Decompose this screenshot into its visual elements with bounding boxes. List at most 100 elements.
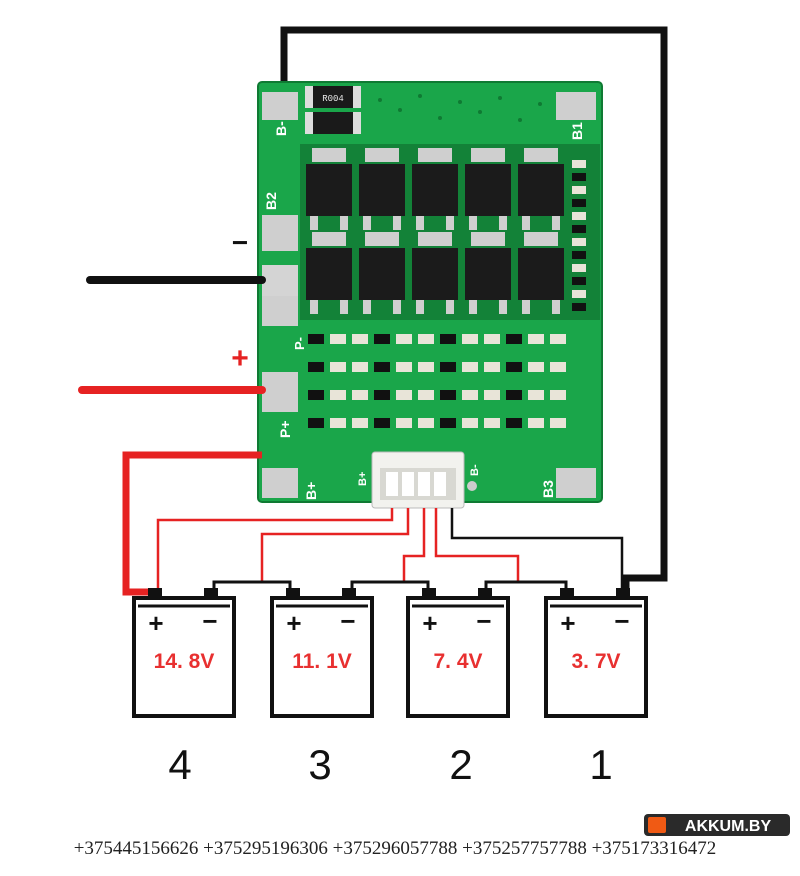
smd-component [352,362,368,372]
battery-voltage: 3. 7V [571,650,620,673]
smd-component [528,390,544,400]
pad-b-plus [262,468,298,498]
smd-component [352,418,368,428]
battery-cell-2: + − 7. 4V [406,588,510,718]
smd-component [352,334,368,344]
smd-component [462,362,478,372]
battery-body [132,596,236,718]
series-link-4-3 [212,580,292,598]
smd-component [396,390,412,400]
smd-component [572,186,586,194]
mosfet-tab [524,148,558,162]
smd-component [462,390,478,400]
battery-cell-3: + − 11. 1V [270,588,374,718]
contact-phones: +375445156626 +375295196306 +37529605778… [73,838,717,859]
smd-component [572,290,586,298]
smd-component [396,362,412,372]
smd-component [374,390,390,400]
mosfet [518,248,564,300]
mosfet [412,248,458,300]
smd-component [352,390,368,400]
smd-component [330,390,346,400]
smd-component [462,334,478,344]
smd-component [374,362,390,372]
black-return-wire [280,26,668,596]
battery-plus-label: + [148,608,163,638]
smd-component [528,418,544,428]
bms-board: R004 B- B2 P- P+ B+ B1 B3 B+ B- [257,81,603,509]
mosfet [412,164,458,216]
smd-component [572,225,586,233]
smd-component [528,362,544,372]
battery-body [544,596,648,718]
battery-number-2: 2 [449,741,472,788]
battery-body [270,596,374,718]
smd-component [330,418,346,428]
mosfet-array [300,144,600,320]
mosfet [465,248,511,300]
pad-p-minus [262,265,298,301]
terminal-minus [204,588,218,598]
battery-number-1: 1 [589,741,612,788]
mosfet-tab [418,148,452,162]
smd-component [506,362,522,372]
smd-component [330,334,346,344]
series-link-3-2 [350,580,430,598]
smd-component [308,390,324,400]
battery-voltage: 7. 4V [433,650,482,673]
terminal-plus [286,588,300,598]
mosfet [306,164,352,216]
label-b-plus: B+ [303,482,319,500]
label-b2: B2 [263,192,279,210]
label-conn-b-plus: B+ [357,472,369,486]
smd-component [550,418,566,428]
smd-component [484,334,500,344]
pack-plus-wire [122,451,262,596]
mosfet [518,164,564,216]
mosfet-tab [365,148,399,162]
smd-component [440,418,456,428]
smd-component [550,362,566,372]
smd-component [374,334,390,344]
smd-component [396,418,412,428]
battery-voltage: 11. 1V [292,650,352,673]
label-conn-b-minus: B- [469,464,481,476]
smd-component [418,334,434,344]
smd-component [506,334,522,344]
mosfet-tab [312,232,346,246]
mosfet-tab [471,148,505,162]
battery-plus-label: + [560,608,575,638]
smd-component [572,199,586,207]
mosfet-tab [471,232,505,246]
smd-component [308,418,324,428]
balance-wire-bminus [450,508,624,596]
smd-component [462,418,478,428]
smd-component [440,334,456,344]
smd-component [440,390,456,400]
battery-minus-label: − [614,606,629,636]
battery-minus-label: − [340,606,355,636]
output-minus-label: − [232,227,248,258]
shunt-resistor [305,86,361,108]
smd-component [374,418,390,428]
battery-cell-4: +−14. 8V [132,588,236,718]
smd-component [484,390,500,400]
battery-plus-label: + [286,608,301,638]
smd-component [396,334,412,344]
smd-component [550,390,566,400]
mosfet [465,164,511,216]
balance-wire-b4 [156,508,394,596]
smd-component [572,277,586,285]
smd-component [418,418,434,428]
smd-component [308,362,324,372]
battery-plus-label: + [422,608,437,638]
pad-b2 [262,215,298,251]
smd-component [528,334,544,344]
terminal-minus [616,588,630,598]
terminal-minus [342,588,356,598]
battery-body [406,596,510,718]
terminal-plus [560,588,574,598]
battery-cell-1: + − 3. 7V [544,588,648,718]
battery-minus-label: − [476,606,491,636]
mosfet-tab [365,232,399,246]
